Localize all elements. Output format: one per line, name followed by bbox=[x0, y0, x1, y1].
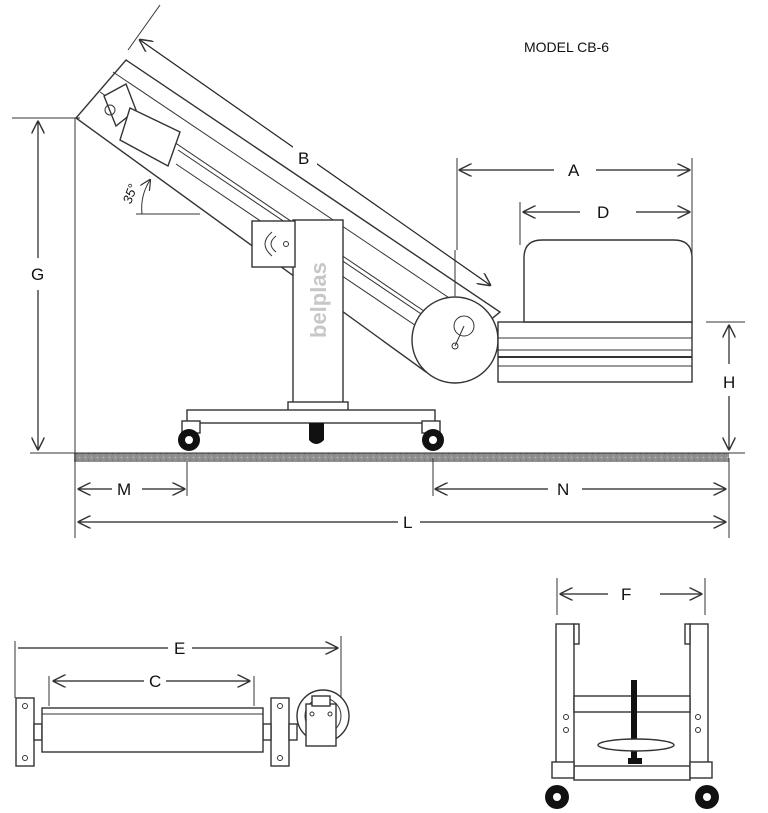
horizontal-conveyor bbox=[497, 321, 693, 383]
tote-bin bbox=[523, 239, 693, 323]
top-view: E C bbox=[14, 636, 350, 767]
center-post bbox=[631, 680, 637, 764]
gearbox bbox=[305, 703, 337, 747]
pulley-hub bbox=[453, 315, 475, 337]
dimension-label-g: G bbox=[31, 265, 44, 284]
base-rail bbox=[573, 765, 691, 781]
end-caster-right bbox=[689, 761, 719, 809]
base-frame bbox=[186, 409, 436, 424]
angle-label: 35° bbox=[120, 182, 141, 206]
end-view: F bbox=[545, 578, 719, 809]
end-caster-left bbox=[545, 761, 575, 809]
floor-lock bbox=[309, 423, 324, 444]
dimension-label-a: A bbox=[568, 161, 580, 180]
dimension-label-f: F bbox=[621, 585, 631, 604]
dimension-label-n: N bbox=[557, 480, 569, 499]
floor bbox=[74, 453, 729, 462]
upright-left bbox=[555, 623, 575, 765]
dimension-label-b: B bbox=[298, 149, 309, 168]
dimension-label-e: E bbox=[174, 639, 185, 658]
motor-fan-icon bbox=[104, 104, 116, 116]
upright-right bbox=[689, 623, 709, 765]
head-pulley bbox=[411, 296, 499, 384]
caster-right bbox=[421, 420, 444, 451]
dimension-label-d: D bbox=[597, 203, 609, 222]
conveyor-roller bbox=[41, 707, 264, 753]
dimension-label-l: L bbox=[403, 513, 412, 532]
angle-arc bbox=[142, 180, 150, 215]
dimension-label-h: H bbox=[723, 373, 735, 392]
caster-left bbox=[178, 420, 201, 451]
model-label: MODEL CB-6 bbox=[524, 39, 609, 55]
dimension-label-c: C bbox=[149, 672, 161, 691]
pivot-bracket bbox=[251, 220, 296, 268]
dimension-label-m: M bbox=[117, 480, 131, 499]
brand-logo: belplas bbox=[306, 262, 331, 338]
center-plate bbox=[597, 738, 675, 752]
side-view: B 35° belplas bbox=[12, 4, 745, 538]
